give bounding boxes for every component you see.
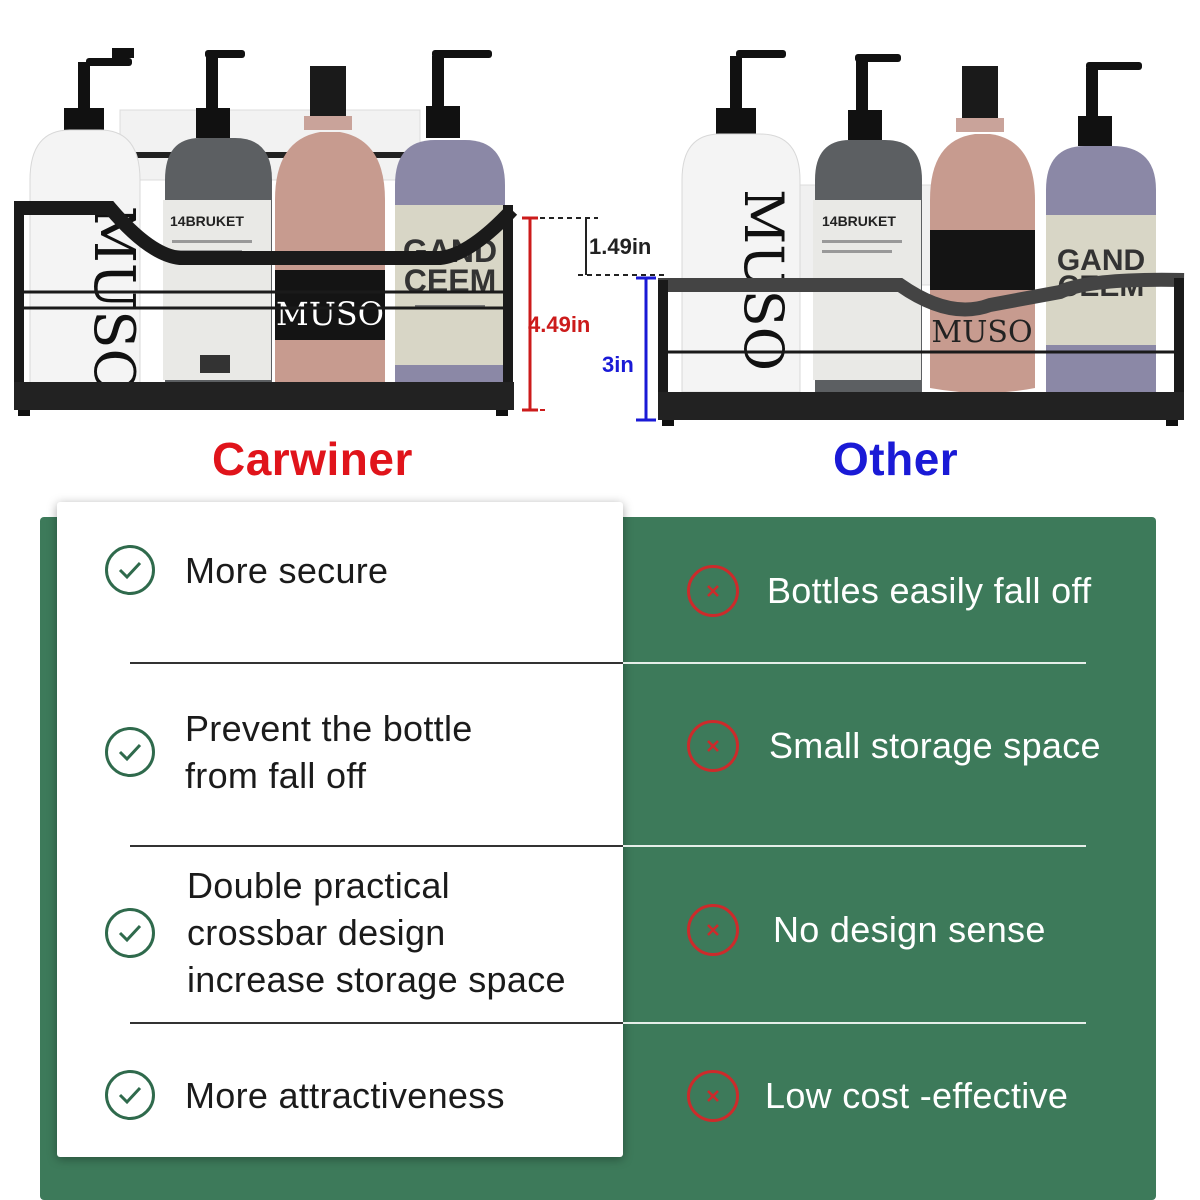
check-icon: [105, 545, 155, 595]
left-divider: [130, 1022, 623, 1024]
lower-height-label: 3in: [602, 352, 634, 377]
feature-row: More secure: [105, 545, 388, 595]
check-icon: [105, 1070, 155, 1120]
drawback-text: Low cost -effective: [765, 1075, 1069, 1116]
carwiner-features-card: [57, 502, 623, 1157]
drawback-row: Low cost -effective: [687, 1070, 1068, 1122]
check-icon: [105, 727, 155, 777]
other-bottle-lavender: GAND CEEM: [1046, 62, 1156, 392]
other-shelf-illustration: MUSO 14BRUKET MUSO GAND: [658, 50, 1185, 426]
feature-text: More attractiveness: [185, 1074, 505, 1116]
drawback-text: No design sense: [773, 909, 1046, 950]
bottle-lavender: GAND CEEM: [395, 50, 505, 390]
left-divider: [130, 662, 623, 664]
brand-other: Other: [833, 433, 959, 485]
other-bottle-amber: MUSO: [930, 66, 1035, 393]
left-divider: [130, 845, 623, 847]
cross-icon: [687, 904, 739, 956]
other-bottle-gray: 14BRUKET: [813, 54, 922, 392]
brand-carwiner: Carwiner: [212, 433, 413, 485]
drawback-row: Bottles easily fall off: [687, 565, 1091, 617]
ceem-label: CEEM: [404, 263, 496, 299]
feature-row: More attractiveness: [105, 1070, 505, 1120]
other-bruket-label: 14BRUKET: [822, 213, 896, 229]
check-icon: [105, 907, 155, 958]
drawback-row: No design sense: [687, 904, 1046, 956]
feature-row: Double practical crossbar design increas…: [105, 862, 566, 1003]
upper-height-label: 1.49in: [589, 234, 651, 259]
total-height-label: 4.49in: [528, 312, 590, 337]
bruket-label: 14BRUKET: [170, 213, 244, 229]
drawback-text: Bottles easily fall off: [767, 570, 1092, 611]
height-dimension-markers: 4.49in 1.49in 3in: [522, 216, 664, 422]
carwiner-shelf-illustration: MUSO 14BRUKET MUSO: [14, 48, 518, 416]
bottle-white: MUSO: [29, 48, 146, 394]
feature-text: Double practical crossbar design increas…: [187, 865, 566, 1000]
right-divider: [623, 845, 1086, 847]
feature-text: More secure: [185, 549, 389, 591]
right-divider: [623, 662, 1086, 664]
cross-icon: [687, 1070, 739, 1122]
other-gand-label: GAND: [1057, 244, 1145, 277]
feature-row: Prevent the bottle from fall off: [105, 705, 473, 799]
right-divider: [623, 1022, 1086, 1024]
cross-icon: [687, 720, 739, 772]
cross-icon: [687, 565, 739, 617]
muso-label: MUSO: [276, 295, 384, 333]
drawback-text: Small storage space: [769, 725, 1101, 766]
feature-text: Prevent the bottle from fall off: [185, 708, 473, 796]
other-bottle-white: MUSO: [681, 50, 801, 393]
drawback-row: Small storage space: [687, 720, 1101, 772]
bottle-gray: 14BRUKET: [163, 50, 272, 390]
product-comparison-illustration: MUSO 14BRUKET MUSO: [14, 48, 1185, 426]
other-muso-label: MUSO: [931, 315, 1032, 350]
